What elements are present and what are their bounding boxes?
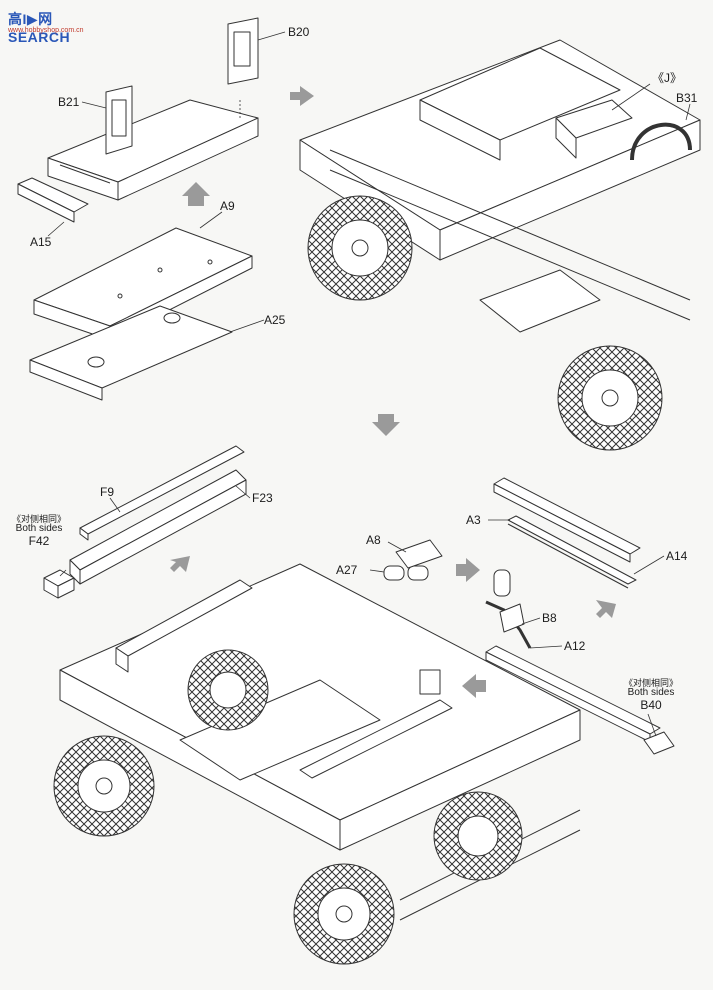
note-left-en: Both sides (15, 523, 63, 534)
label-f9: F9 (100, 485, 115, 499)
label-a12: A12 (564, 639, 586, 653)
arrow-down-icon (372, 414, 400, 436)
leader-lines (47, 31, 691, 737)
label-a25: A25 (264, 313, 286, 327)
note-left-cn: 《对侧相同》 (12, 514, 67, 524)
rail-a3 (493, 477, 641, 563)
plug-b40 (643, 731, 675, 755)
wheel-bottom-right (433, 791, 523, 881)
seat-pan-part (47, 99, 259, 201)
label-f23: F23 (252, 491, 273, 505)
plug-f42 (43, 569, 75, 599)
label-b40: B40 (640, 698, 662, 712)
label-b8: B8 (542, 611, 557, 625)
label-a15: A15 (30, 235, 52, 249)
arrow-up-icon (182, 182, 210, 206)
label-b21: B21 (58, 95, 80, 109)
rail-a12 (485, 645, 661, 743)
wheel-bottom-left (53, 735, 155, 837)
arrow-right-icon (290, 86, 314, 106)
rail-f23 (69, 469, 247, 585)
arrow-down-left-icon (170, 556, 190, 572)
label-a27: A27 (336, 563, 358, 577)
part-b8 (485, 600, 532, 649)
wheel-bottom-back (187, 649, 269, 731)
note-right-cn: 《对侧相同》 (624, 678, 679, 688)
base-a25 (29, 305, 233, 401)
seat-back-b20 (227, 17, 259, 85)
arrow-right-icon (456, 558, 480, 582)
label-b31: B31 (676, 91, 698, 105)
label-f42: F42 (28, 534, 50, 548)
rail-a14 (507, 515, 637, 589)
seat-back-b21 (105, 85, 133, 155)
wheel-top-left (307, 195, 413, 301)
bracket-a15 (17, 177, 89, 223)
label-b20: B20 (288, 25, 310, 39)
cylinder-right (493, 569, 511, 597)
cylinder-a27-left (383, 565, 429, 581)
label-a3: A3 (466, 513, 481, 527)
label-j: 《J》 (652, 71, 683, 85)
chassis-bottom (59, 563, 581, 921)
note-right-en: Both sides (627, 687, 675, 698)
label-a8: A8 (366, 533, 381, 547)
watermark-text: 高I▶网 SEARCH (8, 11, 71, 45)
label-a14: A14 (666, 549, 688, 563)
note-both-sides-left: 《对侧相同》 Both sides F42 (12, 514, 67, 548)
wheel-top-right (557, 345, 663, 451)
watermark-url: www.hobbyshop.com.cn (8, 27, 84, 34)
label-a9: A9 (220, 199, 235, 213)
bracket-a8 (395, 539, 443, 569)
arrow-left-icon (462, 674, 486, 698)
wheel-bottom-front (293, 863, 395, 965)
arrow-down-left-icon (596, 600, 616, 618)
note-both-sides-right: 《对侧相同》 Both sides B40 (624, 678, 679, 712)
rail-f9 (79, 445, 245, 541)
